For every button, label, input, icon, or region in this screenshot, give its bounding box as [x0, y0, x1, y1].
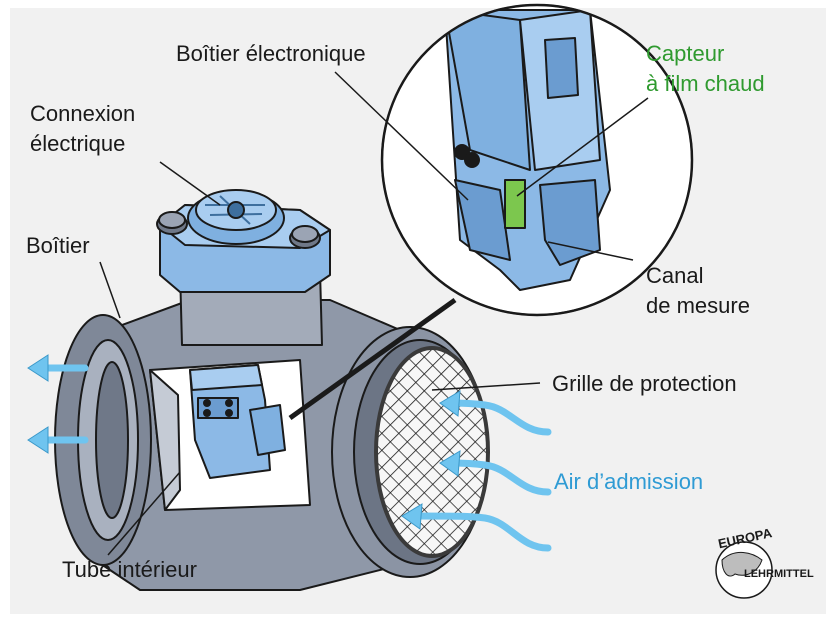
label-connexion-line1: Connexion — [30, 101, 136, 126]
label-canal-line1: Canal — [646, 263, 704, 288]
leader-lines — [99, 71, 649, 556]
label-grille: Grille de protection — [552, 371, 737, 396]
zoom-detail — [380, 3, 694, 317]
label-capteur-line1: Capteur — [646, 41, 725, 66]
zoom-connector — [288, 297, 457, 421]
sensor-module — [189, 364, 286, 479]
label-connexion-line2: électrique — [30, 131, 126, 156]
protective-grille — [374, 346, 490, 558]
label-capteur-line2: à film chaud — [646, 71, 765, 96]
label-boitier-electronique: Boîtier électronique — [176, 41, 366, 66]
label-air: Air d’admission — [554, 469, 704, 494]
label-tube: Tube intérieur — [62, 557, 197, 582]
hot-film-sensor — [504, 179, 526, 229]
electronic-head — [156, 189, 331, 293]
label-canal-line2: de mesure — [646, 293, 750, 318]
logo-text-right: LEHRMITTEL — [744, 568, 814, 580]
label-boitier: Boîtier — [26, 233, 90, 258]
arrow-heads — [27, 354, 461, 530]
europa-lehrmittel-logo: EUROPA LEHRMITTEL — [715, 525, 814, 599]
